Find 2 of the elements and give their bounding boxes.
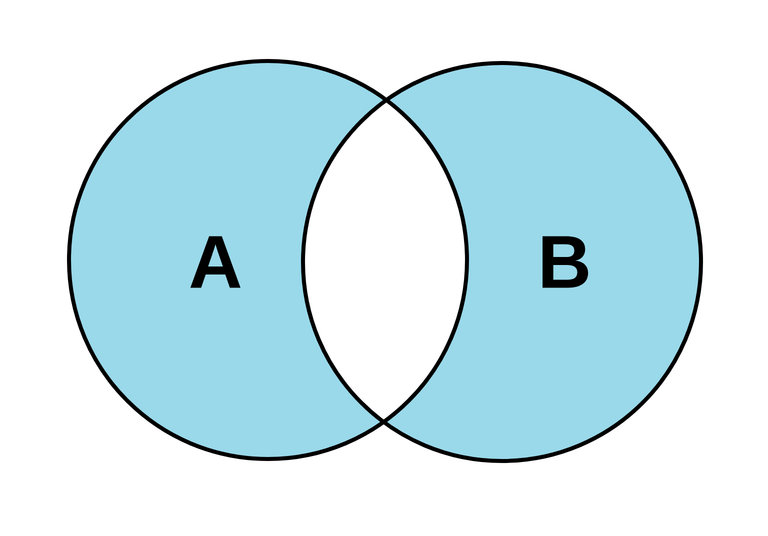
set-label: A — [190, 236, 240, 288]
set-label: B — [542, 236, 588, 288]
